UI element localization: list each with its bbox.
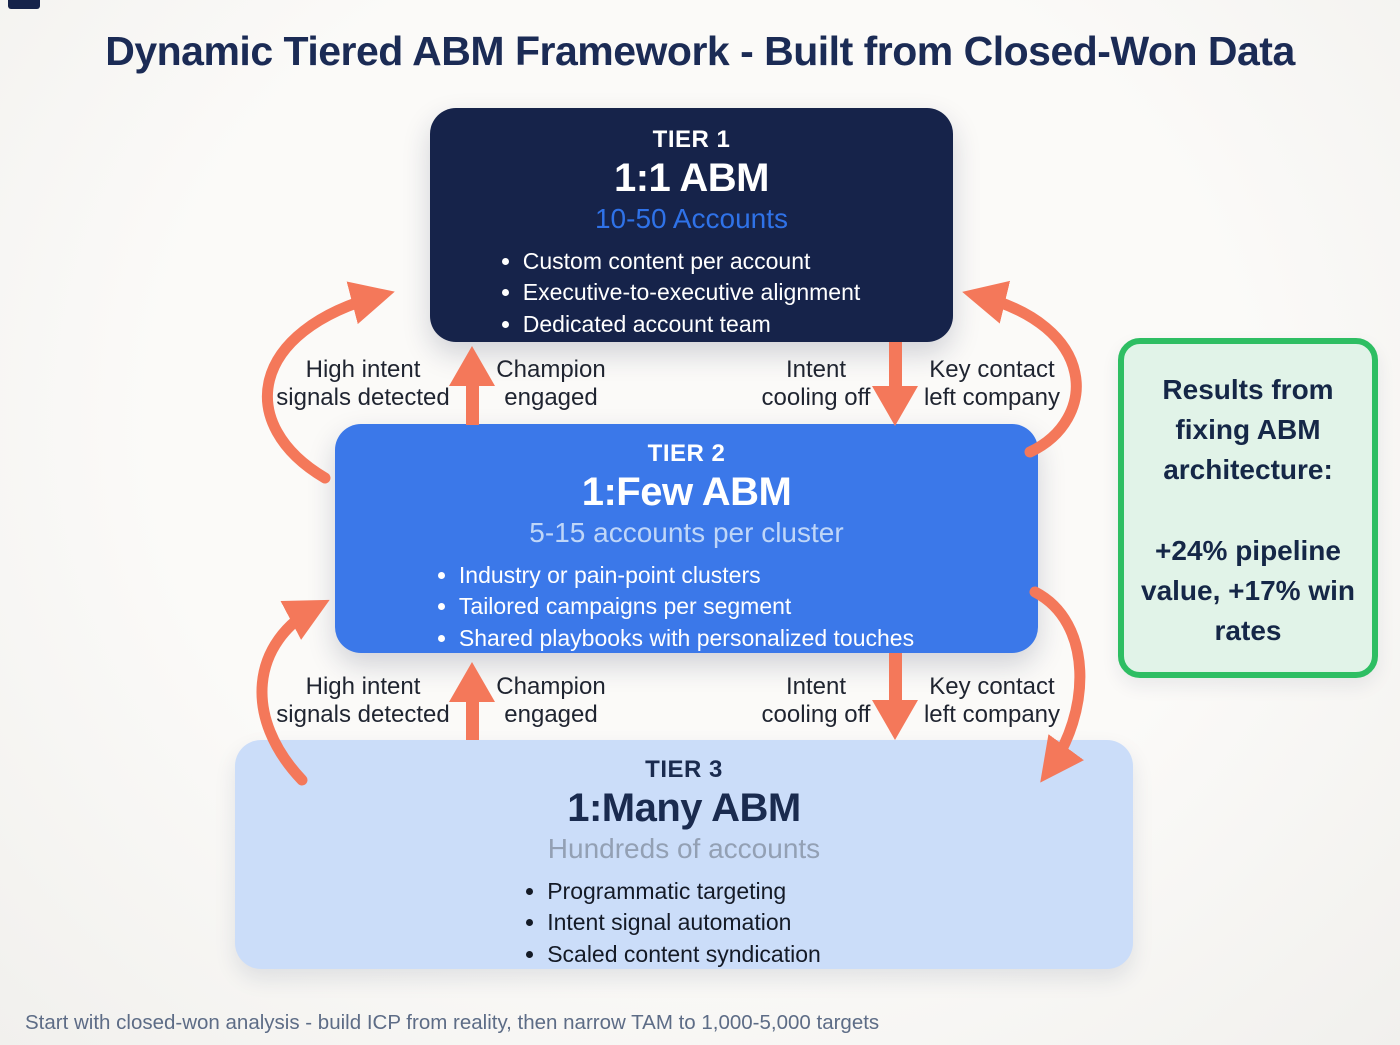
results-stats: +24% pipeline value, +17% win rates <box>1141 535 1355 646</box>
tier1-card: TIER 1 1:1 ABM 10-50 Accounts Custom con… <box>430 108 953 342</box>
label-high-intent-lower: High intent signals detected <box>276 673 450 729</box>
label-key-contact-upper: Key contact left company <box>923 356 1061 412</box>
tier1-heading: 1:1 ABM <box>613 156 770 200</box>
page-title: Dynamic Tiered ABM Framework - Built fro… <box>105 28 1295 74</box>
label-intent-cooling-lower: Intent cooling off <box>761 673 871 729</box>
tier1-bullet-list: Custom content per account Executive-to-… <box>523 247 861 339</box>
tier3-label: TIER 3 <box>645 756 723 783</box>
tier1-label: TIER 1 <box>652 126 731 153</box>
tier3-subtitle: Hundreds of accounts <box>547 833 821 864</box>
tier2-label: TIER 2 <box>647 440 726 467</box>
label-champion-lower: Champion engaged <box>496 673 606 729</box>
results-heading: Results from fixing ABM architecture: <box>1162 374 1334 485</box>
tier1-bullet: Executive-to-executive alignment <box>523 278 861 307</box>
results-callout: Results from fixing ABM architecture: +2… <box>1118 338 1378 678</box>
tier1-bullet: Custom content per account <box>523 247 861 276</box>
label-high-intent-upper: High intent signals detected <box>276 356 450 412</box>
tier3-bullet: Scaled content syndication <box>547 940 821 969</box>
tier3-bullet: Intent signal automation <box>547 908 821 937</box>
tier1-bullet: Dedicated account team <box>523 310 861 339</box>
label-champion-upper: Champion engaged <box>496 356 606 412</box>
tier2-bullet-list: Industry or pain-point clusters Tailored… <box>459 561 914 653</box>
tier2-bullet: Shared playbooks with personalized touch… <box>459 624 914 653</box>
tier2-subtitle: 5-15 accounts per cluster <box>529 517 844 548</box>
tier3-heading: 1:Many ABM <box>567 786 801 830</box>
corner-mark <box>8 0 40 9</box>
tier1-subtitle: 10-50 Accounts <box>594 203 789 234</box>
tier3-bullet: Programmatic targeting <box>547 877 821 906</box>
tier3-card: TIER 3 1:Many ABM Hundreds of accounts P… <box>235 740 1133 969</box>
tier2-card: TIER 2 1:Few ABM 5-15 accounts per clust… <box>335 424 1038 653</box>
label-intent-cooling-upper: Intent cooling off <box>761 356 871 412</box>
tier3-bullet-list: Programmatic targeting Intent signal aut… <box>547 877 821 969</box>
label-key-contact-lower: Key contact left company <box>923 673 1061 729</box>
tier2-bullet: Industry or pain-point clusters <box>459 561 914 590</box>
footer-note: Start with closed-won analysis - build I… <box>25 1011 880 1034</box>
tier2-heading: 1:Few ABM <box>581 470 792 514</box>
tier2-bullet: Tailored campaigns per segment <box>459 592 914 621</box>
